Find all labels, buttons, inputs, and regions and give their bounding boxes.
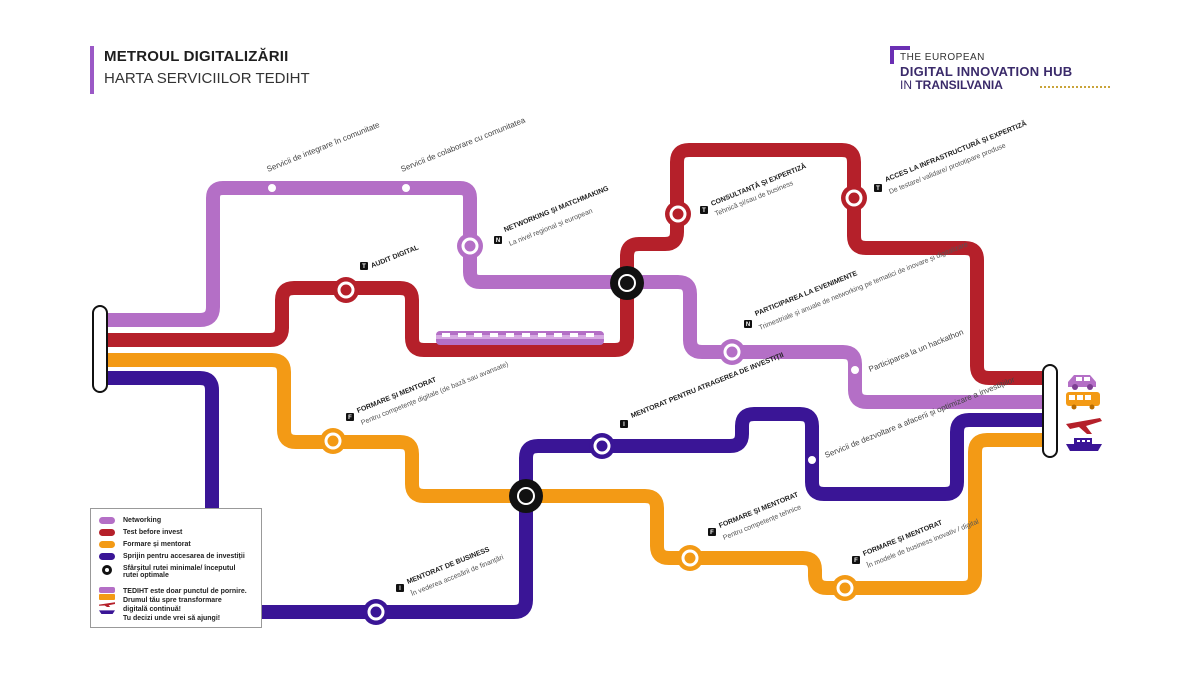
legend-destinations: TEDIHT este doar punctul de pornire. Dru… [99,587,247,623]
page-title: METROUL DIGITALIZĂRII [104,48,289,65]
label-colaborare: Servicii de colaborare cu comunitatea [399,115,527,174]
legend-swatch-test [99,529,115,536]
logo-mark-top [890,46,910,50]
line-networking [100,181,1050,409]
bus-icon [99,594,115,600]
legend-hub-text: Sfârșitul rutei minimale/ începutul rute… [123,565,235,579]
car-icon [99,587,115,593]
legend-dest-line-1: TEDIHT este doar punctul de pornire. [123,588,247,595]
plane-icon [1066,418,1102,434]
hub-bottom [509,479,543,513]
station-formare3-dot [832,575,858,601]
svg-text:T: T [702,208,706,214]
station-audit-dot [333,277,359,303]
legend: Networking Test before invest Formare și… [90,508,262,628]
legend-dest-line-3: digitală continuă! [123,606,181,613]
title-block: METROUL DIGITALIZĂRII HARTA SERVICIILOR … [90,46,310,94]
end-terminal [1042,364,1058,458]
logo-line-3-main: TRANSILVANIA [915,78,1003,92]
line-formare [100,353,1050,595]
logo-line-3: IN TRANSILVANIA [900,78,1003,92]
station-mentorat-inv-dot [589,433,615,459]
label-hackathon: Participarea la un hackathon [867,328,964,374]
legend-test: Test before invest [99,529,182,536]
station-colaborare-dot [400,182,412,194]
svg-text:I: I [623,422,625,428]
svg-text:N: N [496,238,500,244]
badge-mentorat-inv: I [620,420,628,428]
label-integrare: Servicii de integrare în comunitate [265,120,381,174]
station-dezvoltare-dot [806,454,818,466]
station-integrare-dot [266,182,278,194]
badge-mentorat-biz: I [396,584,404,592]
badge-acces: T [874,184,882,192]
legend-networking: Networking [99,517,161,524]
logo-line-2: DIGITAL INNOVATION HUB [900,64,1073,79]
legend-hub: Sfârșitul rutei minimale/ începutul rute… [99,565,235,579]
legend-swatch-networking [99,517,115,524]
svg-text:F: F [710,530,714,536]
legend-formare: Formare și mentorat [99,541,191,548]
legend-destination-icons [99,587,115,614]
legend-hub-line-1: Sfârșitul rutei minimale/ începutul [123,565,236,572]
legend-label-test: Test before invest [123,529,183,536]
badge-evenimente: N [744,320,752,328]
plane-icon [99,602,115,607]
legend-dest-line-2: Drumul tău spre transformare [123,597,222,604]
legend-destinations-text: TEDIHT este doar punctul de pornire. Dru… [123,587,247,623]
station-mentorat-biz-dot [363,599,389,625]
legend-label-investitii: Sprijin pentru accesarea de investiții [123,553,245,560]
label-acces-title: ACCES LA INFRASTRUCTURĂ ȘI EXPERTIZĂ [883,118,1027,183]
svg-text:N: N [746,322,750,328]
station-networking-dot [457,233,483,259]
car-icon [1068,375,1096,390]
tediht-logo: THE EUROPEAN DIGITAL INNOVATION HUB IN T… [890,46,1130,92]
logo-mark [890,46,894,64]
badge-networking: N [494,236,502,244]
svg-text:T: T [876,186,880,192]
svg-text:F: F [348,415,352,421]
station-formare1-dot [320,428,346,454]
station-acces-dot [841,185,867,211]
bus-icon [1066,392,1100,410]
logo-gold-dots [1040,86,1110,90]
badge-formare3: F [852,556,860,564]
legend-swatch-formare [99,541,115,548]
legend-hub-line-2: rutei optimale [123,572,169,579]
label-audit-title: AUDIT DIGITAL [370,244,420,270]
legend-dest-line-4: Tu decizi unde vrei să ajungi! [123,615,221,622]
logo-line-1: THE EUROPEAN [900,52,985,63]
legend-label-networking: Networking [123,517,162,524]
ship-icon [1066,438,1102,451]
ship-icon [99,610,115,614]
page-subtitle: HARTA SERVICIILOR TEDIHT [104,70,310,87]
start-terminal [92,305,108,393]
legend-hub-icon [102,565,112,575]
station-evenimente-dot [719,339,745,365]
badge-formare1: F [346,413,354,421]
legend-investitii: Sprijin pentru accesarea de investiții [99,553,245,560]
logo-line-3-prefix: IN [900,78,912,92]
badge-consultanta: T [700,206,708,214]
svg-text:F: F [854,558,858,564]
hub-top [610,266,644,300]
badge-audit: T [360,262,368,270]
station-hackathon-dot [849,364,861,376]
legend-label-formare: Formare și mentorat [123,541,191,548]
station-formare2-dot [677,545,703,571]
line-test-before-invest [100,143,1050,385]
station-consultanta-dot [665,201,691,227]
svg-text:I: I [399,586,401,592]
label-formare1-sub: Pentru competențe digitale (de bază sau … [360,361,509,427]
svg-text:T: T [362,264,366,270]
train-icon [436,331,604,345]
badge-formare2: F [708,528,716,536]
legend-swatch-investitii [99,553,115,560]
